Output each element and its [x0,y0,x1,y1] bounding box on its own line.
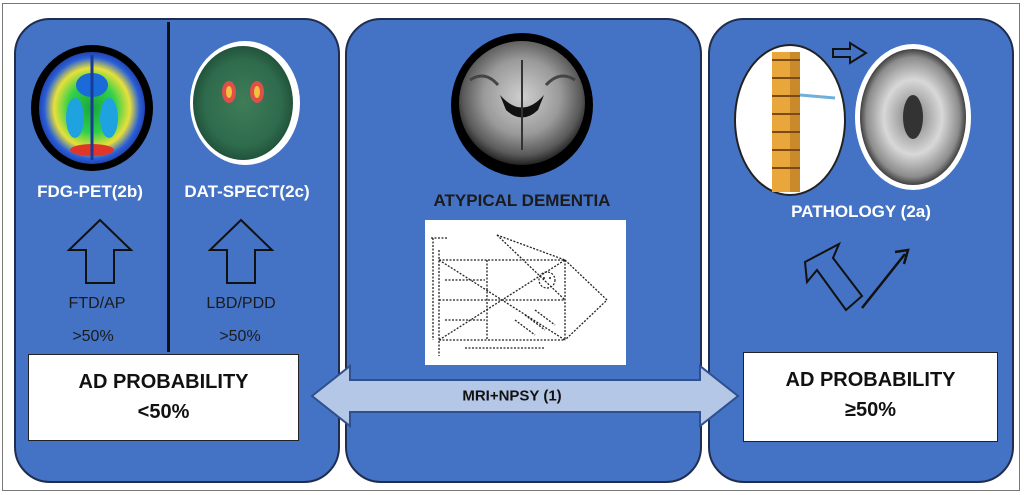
spine-illustration [734,44,846,196]
ad-probability-high-line1: AD PROBABILITY [785,369,956,391]
dat-spect-label: DAT-SPECT(2c) [184,182,310,201]
figure-frame [2,3,1020,491]
pathology-line-arrow-icon [861,253,906,309]
npsy-drawing [425,220,626,365]
fdg-pet-label: FDG-PET(2b) [37,182,143,201]
dat-up-arrow-icon [207,218,275,284]
atypical-dementia-title: ATYPICAL DEMENTIA [433,191,611,210]
ftd-ap-label: FTD/AP [68,295,126,312]
small-arrow-right-icon [832,41,868,65]
ad-probability-low-value: <50% [137,401,190,423]
ad-probability-low-line1: AD PROBABILITY [78,371,249,393]
fdg-up-arrow-icon [66,218,134,284]
fdg-pet-image [31,45,153,171]
lbd-pdd-label: LBD/PDD [206,295,276,312]
mri-axial-image [855,44,971,190]
ad-probability-low-box: AD PROBABILITY <50% [28,354,299,441]
double-arrow-icon [310,363,740,429]
mri-coronal-image [451,33,593,177]
panel-divider [167,22,170,352]
pathology-title: PATHOLOGY (2a) [791,202,931,221]
ad-probability-high-value: ≥50% [844,399,896,421]
pathology-outline-arrow-icon [803,241,864,312]
dat-percent-label: >50% [219,328,261,345]
fdg-percent-label: >50% [72,328,114,345]
dat-spect-image [190,41,300,165]
mri-npsy-label: MRI+NPSY (1) [462,387,562,405]
ad-probability-high-box: AD PROBABILITY ≥50% [743,352,998,442]
